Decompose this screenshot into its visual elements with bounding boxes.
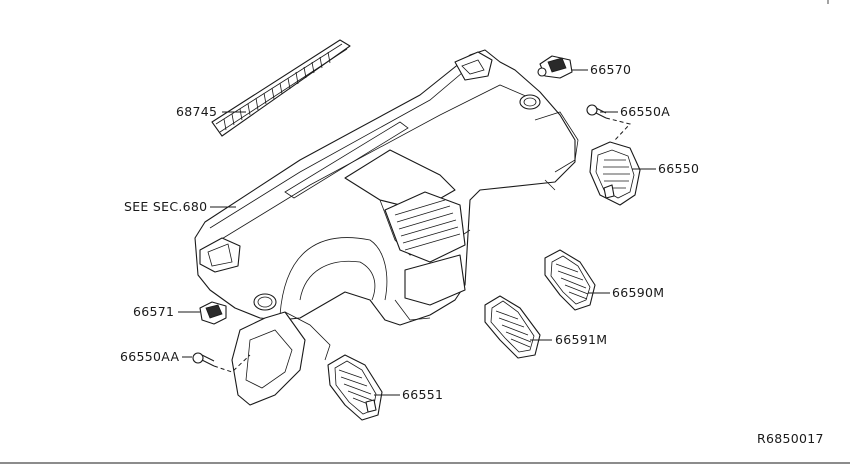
label-66550A: 66550A [620,104,670,119]
vent-66591M [484,295,541,359]
label-68745: 68745 [176,104,217,119]
reference-code: R6850017 [757,431,824,446]
label-66590M: 66590M [612,285,664,300]
leader-66550A-dash [605,117,631,141]
defroster-grille-68745 [211,39,351,137]
vent-66551 [327,354,383,421]
vent-66550 [589,141,641,206]
screw-66550A [586,104,607,119]
label-66550: 66550 [658,161,699,176]
label-66591M: 66591M [555,332,607,347]
label-66550AA: 66550AA [120,349,179,364]
vent-66590M [544,249,596,311]
leader-66550AA-dash [213,354,251,373]
label-66551: 66551 [402,387,443,402]
vent-66571 [199,301,227,325]
label-66570: 66570 [590,62,631,77]
label-66571: 66571 [133,304,174,319]
vent-66570 [537,55,573,79]
label-see-sec: SEE SEC.680 [124,199,207,214]
left-side-bracket [231,311,331,406]
instrument-panel-body [194,49,579,326]
screw-66550AA [192,352,215,367]
